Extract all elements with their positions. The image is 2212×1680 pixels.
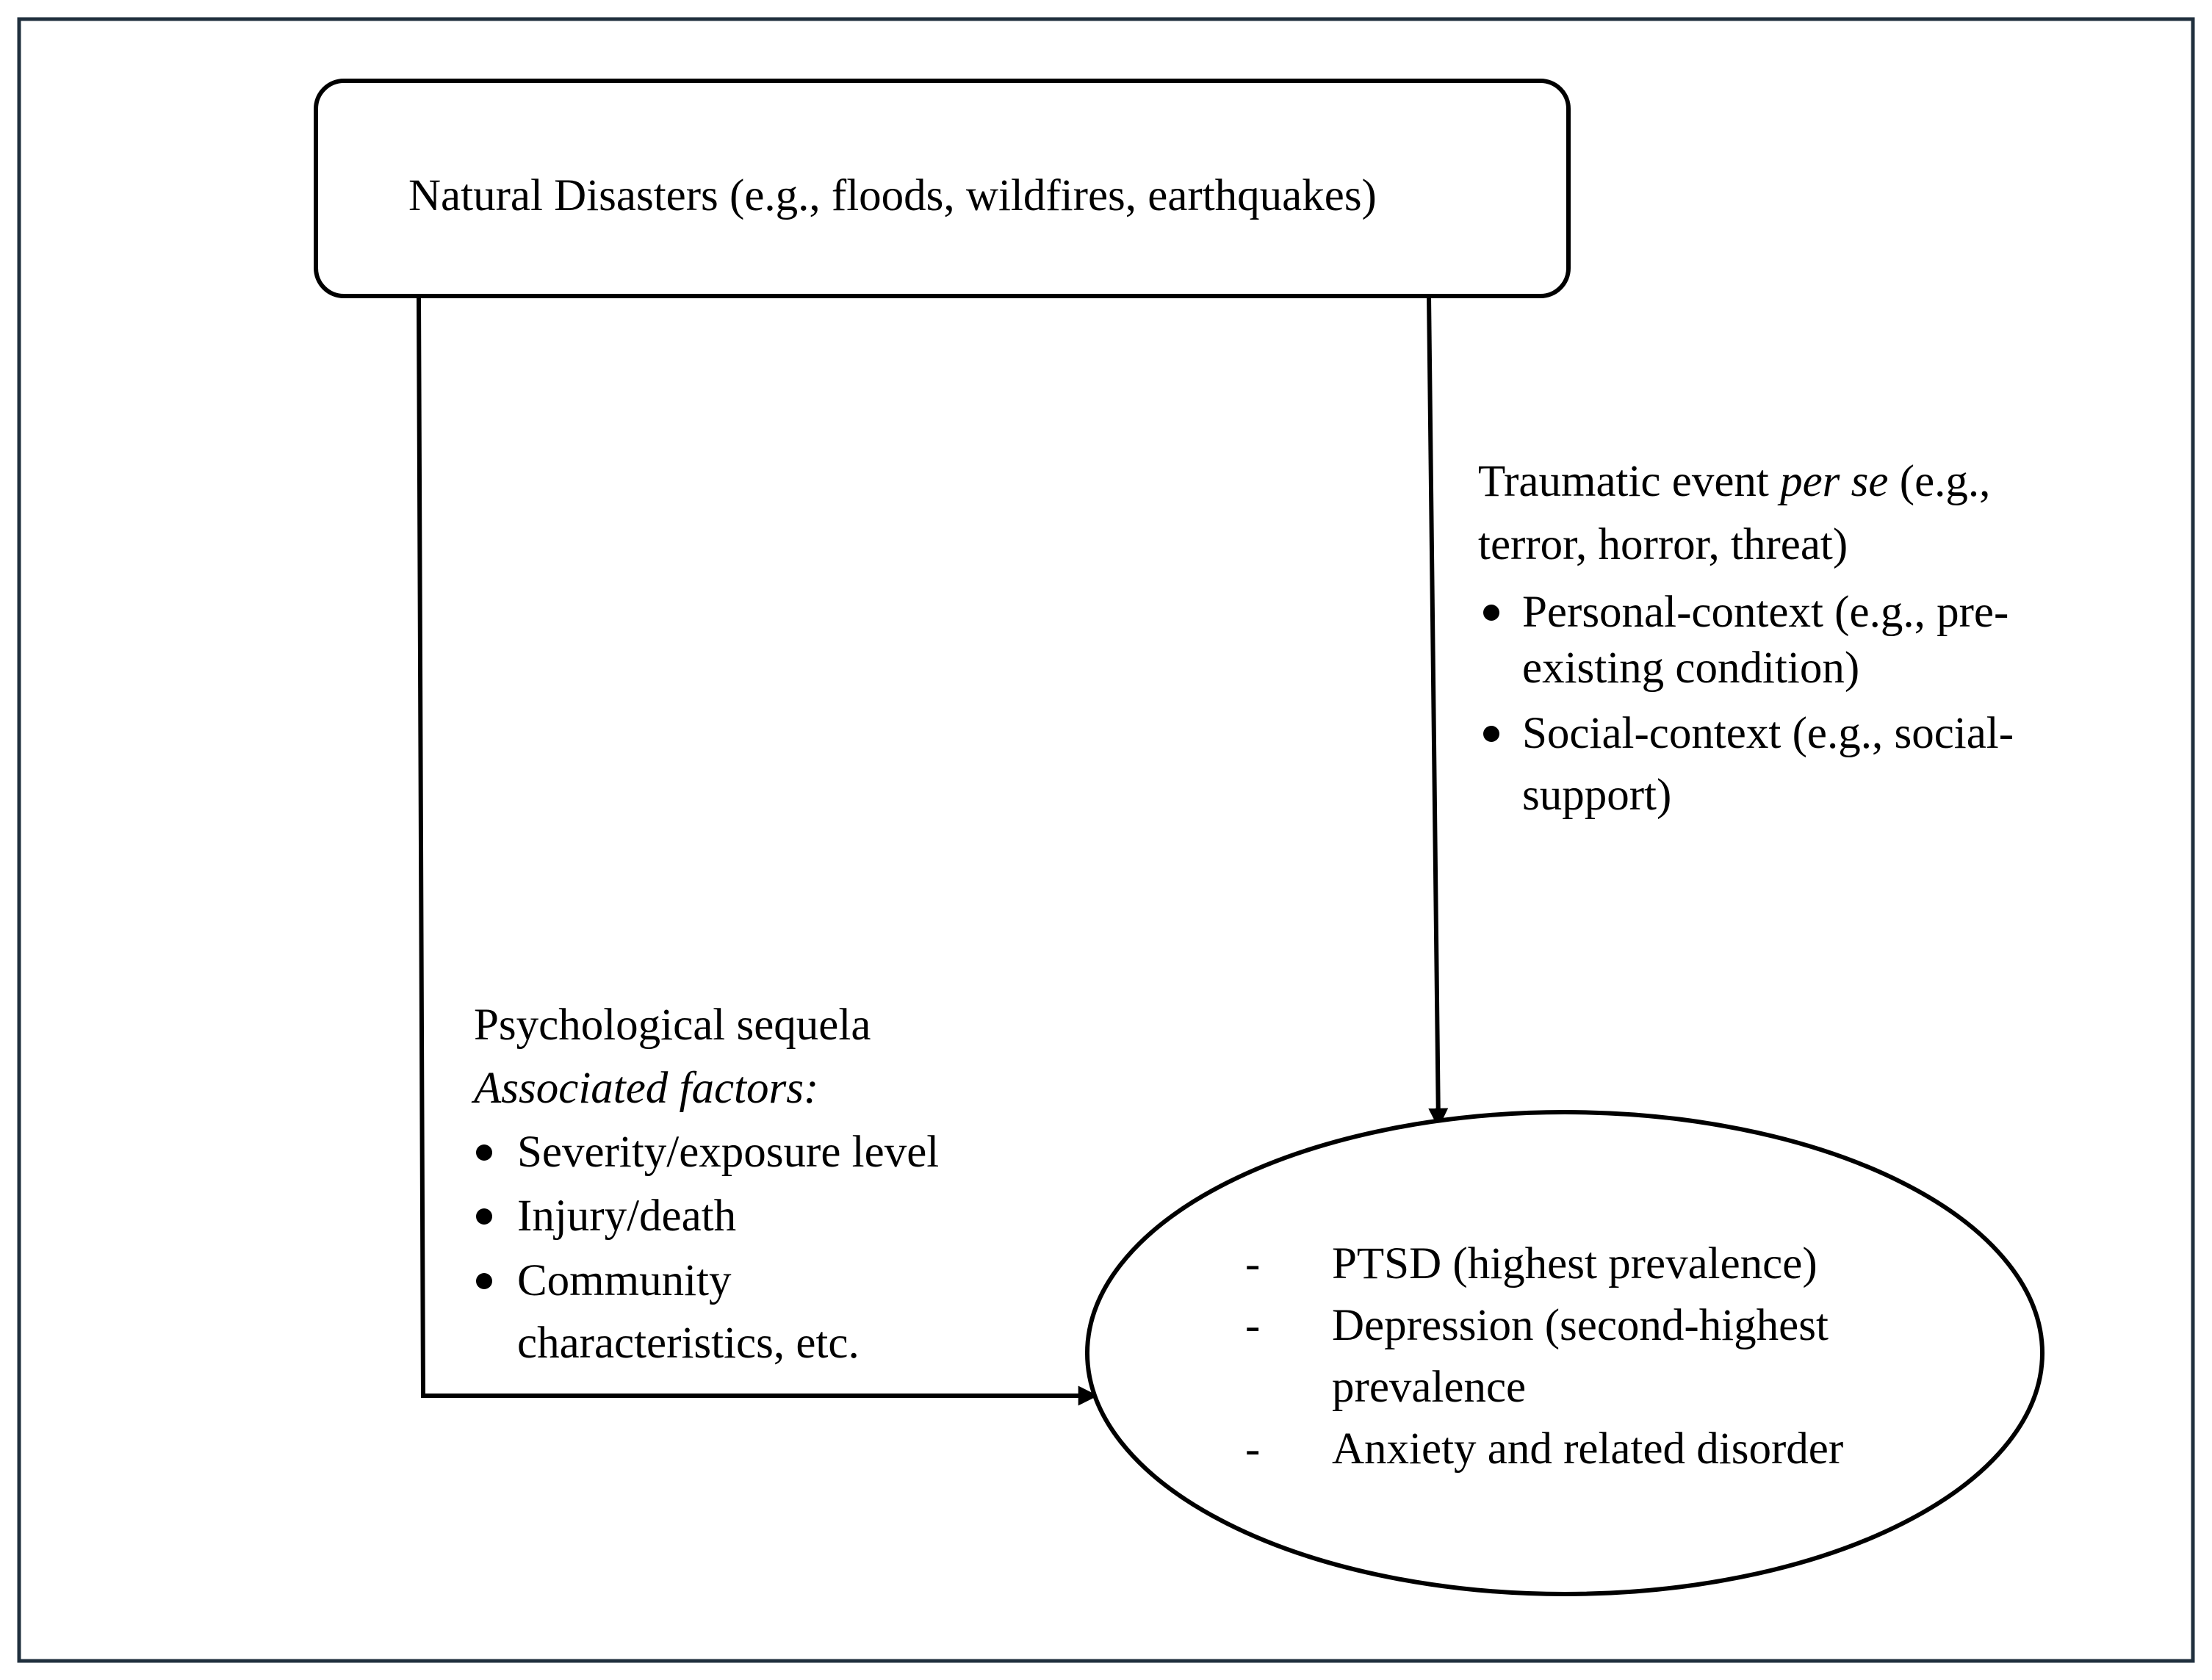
social-context-line1: Social-context (e.g., social- [1522, 709, 2014, 758]
depression-item-line2: prevalence [1332, 1363, 1527, 1412]
associated-factors-subheading: Associated factors: [474, 1064, 819, 1113]
traumatic-event-examples: terror, horror, threat) [1478, 520, 1848, 569]
personal-context-line1: Personal-context (e.g., pre- [1522, 588, 2009, 637]
psychological-sequela-arrow [417, 295, 1098, 1406]
anxiety-item: Anxiety and related disorder [1332, 1424, 1844, 1474]
per-se-text: per se [1780, 457, 1889, 506]
outer-frame [17, 17, 2195, 1663]
bullet-icon [476, 1208, 492, 1225]
traumatic-event-text: Traumatic event [1478, 457, 1781, 506]
ptsd-item: PTSD (highest prevalence) [1332, 1239, 1817, 1288]
dash-marker: - [1245, 1424, 1261, 1474]
bullet-icon [476, 1273, 492, 1289]
depression-item-line1: Depression (second-highest [1332, 1301, 1829, 1350]
personal-context-line2: existing condition) [1522, 643, 1860, 693]
bullet-icon [476, 1144, 492, 1161]
bullet-icon [1483, 605, 1499, 621]
natural-disasters-box [314, 79, 1571, 298]
psychological-sequela-heading: Psychological sequela [474, 1001, 871, 1050]
traumatic-event-eg: (e.g., [1888, 457, 1991, 506]
social-context-line2: support) [1522, 771, 1672, 820]
community-item-line1: Community [517, 1256, 732, 1305]
community-item-line2: characteristics, etc. [517, 1319, 860, 1368]
dash-marker: - [1245, 1239, 1261, 1288]
traumatic-event-arrow [1427, 295, 1449, 1128]
traumatic-event-heading: Traumatic event per se (e.g., [1478, 450, 1990, 513]
injury-death-item: Injury/death [517, 1191, 737, 1241]
outcomes-ellipse [1085, 1110, 2045, 1596]
dash-marker: - [1245, 1301, 1261, 1350]
natural-disasters-label: Natural Disasters (e.g., floods, wildfir… [408, 171, 1377, 220]
bullet-icon [1483, 726, 1499, 742]
severity-exposure-item: Severity/exposure level [517, 1128, 940, 1177]
